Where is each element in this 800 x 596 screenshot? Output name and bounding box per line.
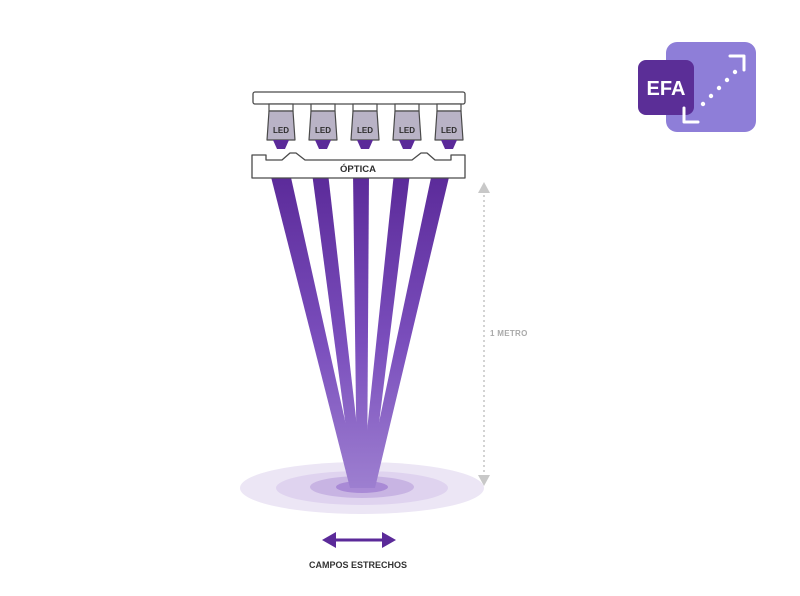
beam-2 [312,173,364,488]
led-row: LED LED LED LED LED [266,103,464,149]
ruler-up-arrow-icon [478,182,490,193]
led-4: LED [392,103,422,149]
beam-3 [353,173,369,488]
beam-1 [270,173,360,488]
led-5: LED [434,103,464,149]
fixture-top-bar [252,91,466,105]
led-label: LED [315,126,331,135]
led-label: LED [399,126,415,135]
distance-label: 1 METRO [490,329,528,338]
led-label: LED [357,126,373,135]
led-label: LED [441,126,457,135]
efa-badge-text: EFA [647,78,686,100]
efa-badge: EFA [638,42,756,132]
field-width-arrow [208,532,512,548]
distance-ruler: 1 METRO [478,182,528,486]
ruler-down-arrow-icon [478,475,490,486]
light-beams [270,173,450,488]
beam-5 [365,173,450,488]
optics-label: ÓPTICA [340,163,376,175]
arrow-right-icon [382,532,396,548]
beam-4 [361,173,410,488]
led-3: LED [350,103,380,149]
diagonal-expand-arrow-icon [682,54,746,124]
led-1: LED [266,103,296,149]
led-label: LED [273,126,289,135]
field-label: CAMPOS ESTRECHOS [309,560,407,570]
arrow-left-icon [322,532,336,548]
led-2: LED [308,103,338,149]
optics-plate: ÓPTICA [251,152,466,179]
